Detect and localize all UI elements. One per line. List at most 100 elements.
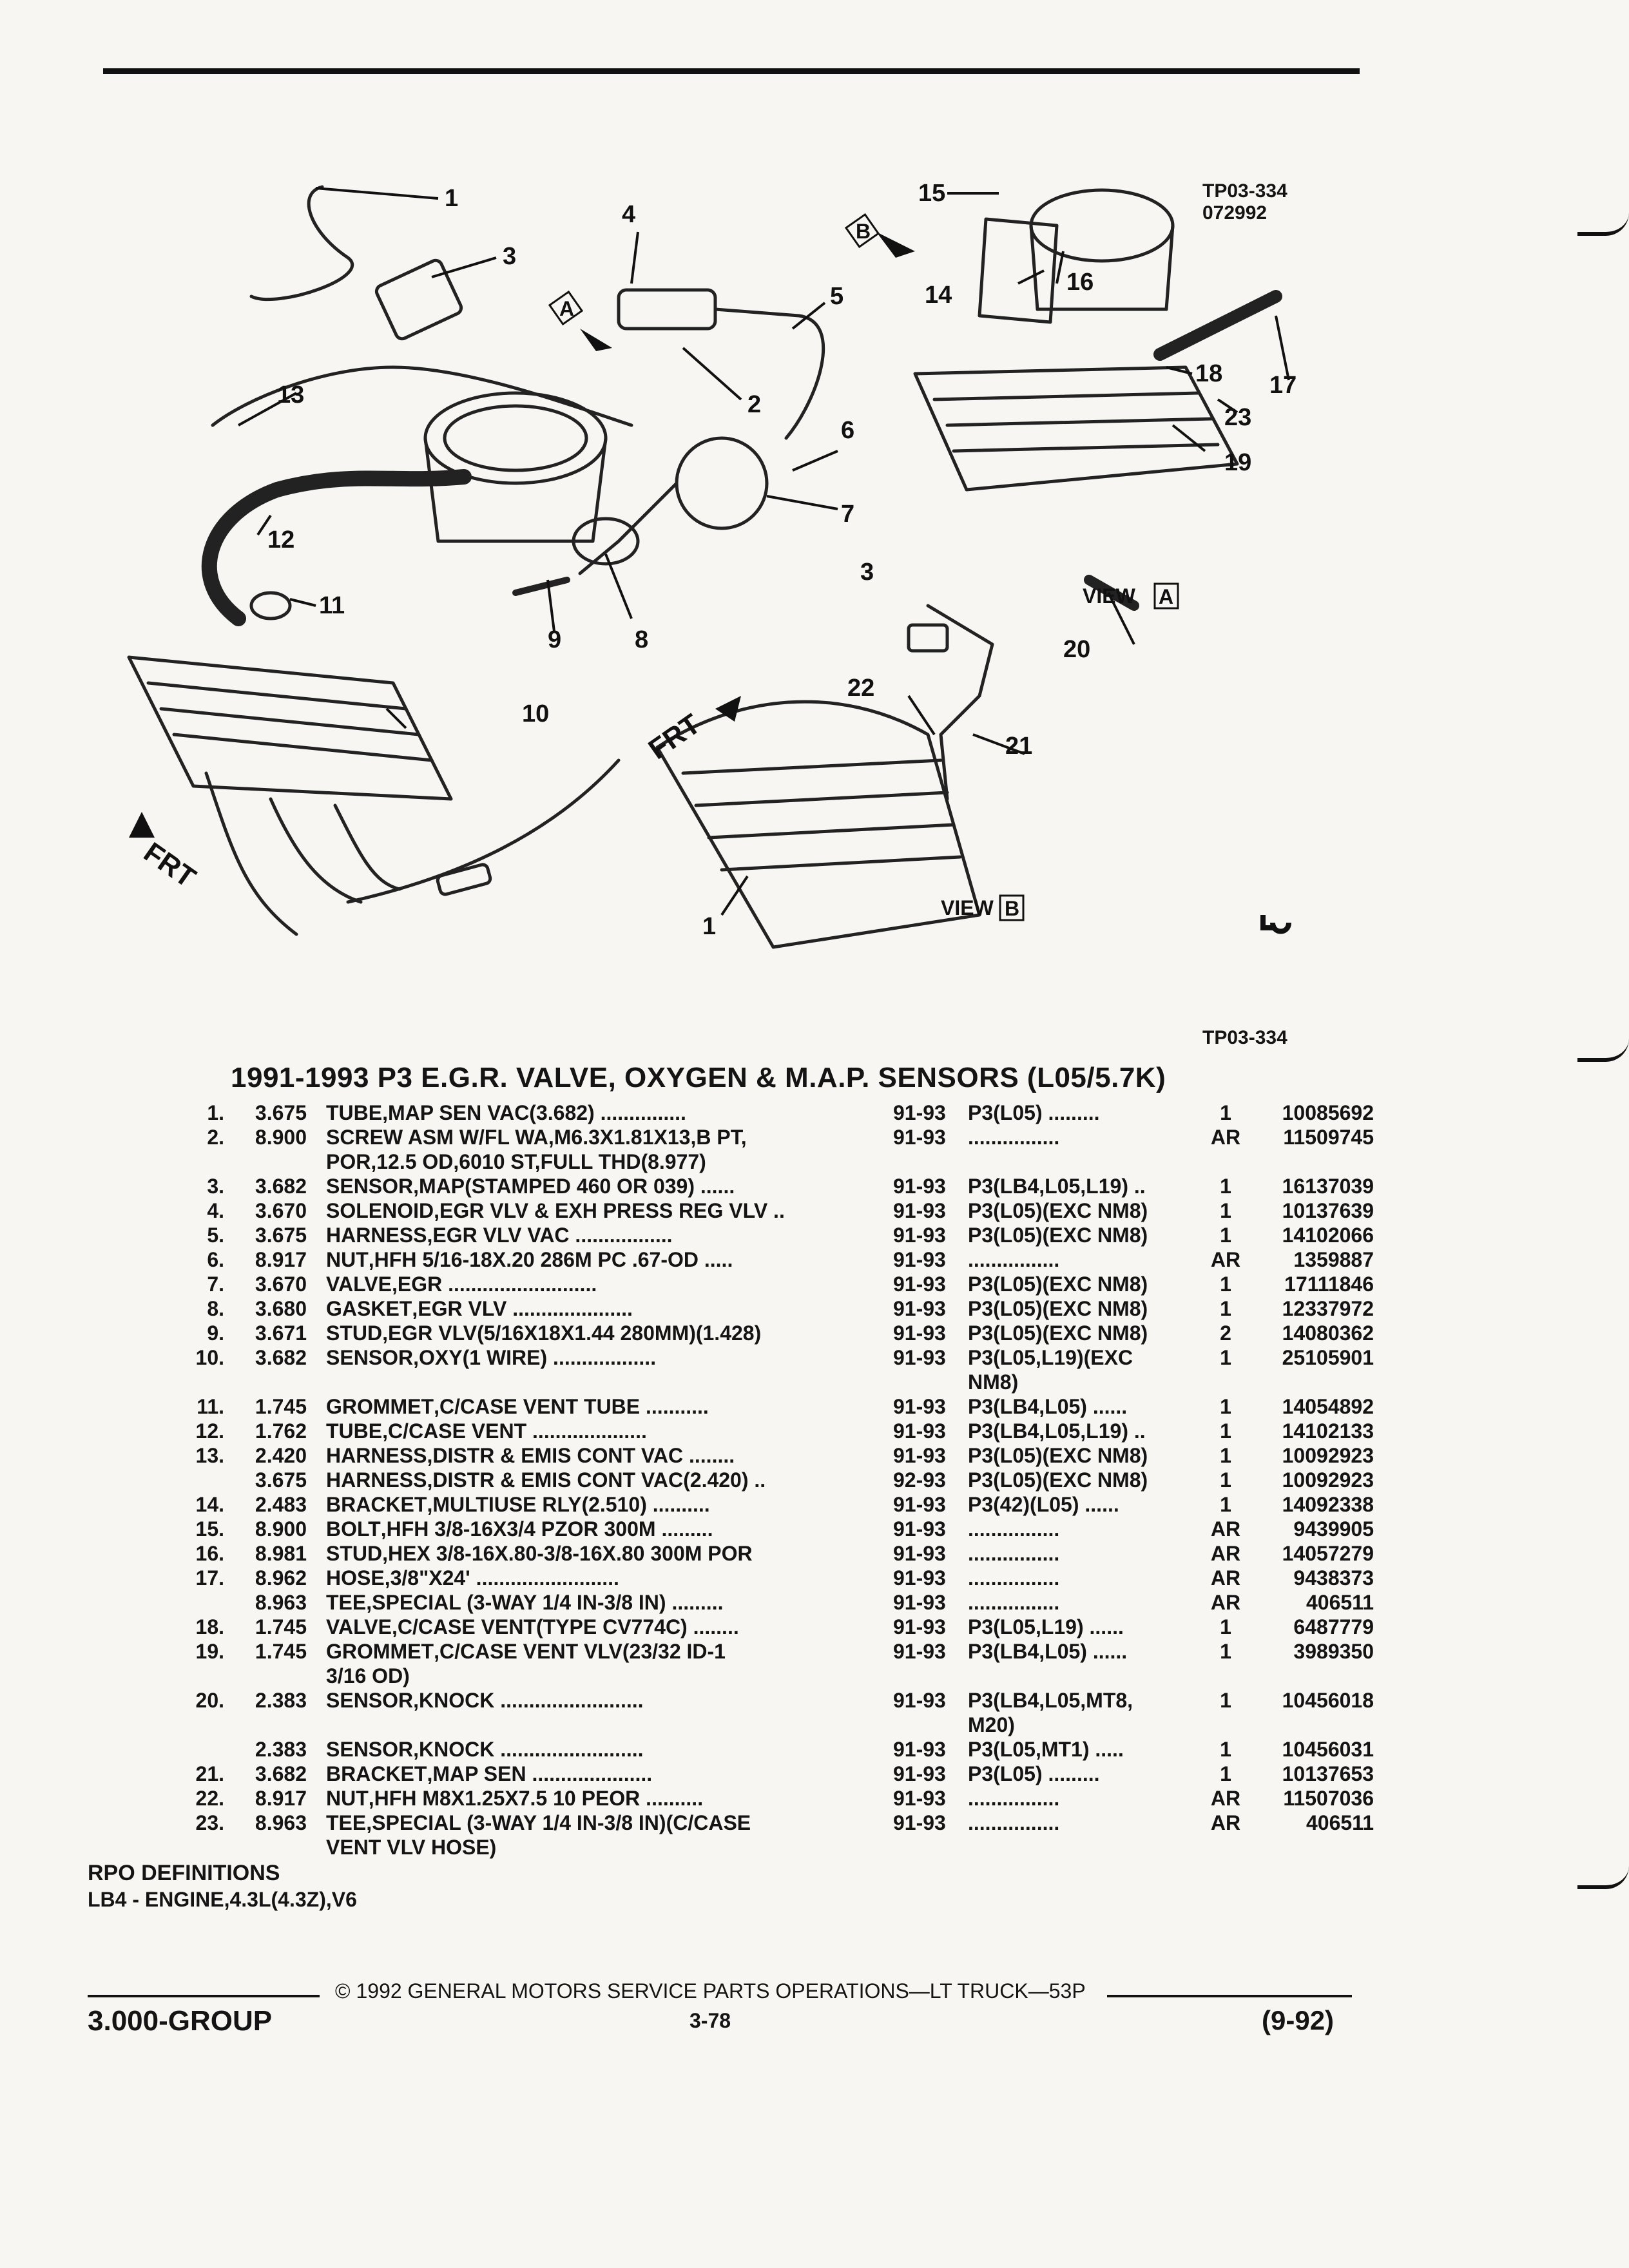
callout-13: 13 [277, 381, 304, 408]
part-number: 1359887 [1293, 1248, 1374, 1271]
page-number: 3-78 [689, 2009, 731, 2032]
part-detail: ,KNOCK ......................... [413, 1689, 644, 1712]
callout-17: 17 [1269, 372, 1296, 399]
callout-1b: 1 [702, 913, 716, 940]
usage: P3(LB4,L05,L19) .. [968, 1419, 1146, 1443]
part-description: HARNESS,EGR VLV VAC ................. [326, 1223, 887, 1247]
section-code: 1.762 [255, 1419, 307, 1443]
callout-23: 23 [1224, 404, 1251, 431]
part-noun: SCREW ASM W/FL WA [326, 1126, 548, 1149]
quantity: 1 [1220, 1468, 1231, 1492]
tp-code-bottom: TP03-334 [1202, 1027, 1287, 1048]
part-noun: HOSE [326, 1566, 385, 1590]
model-years: 91-93 [893, 1615, 946, 1639]
egr-gasket [572, 517, 640, 566]
part-detail: ,HFH M8X1.25X7.5 10 PEOR .......... [368, 1787, 704, 1810]
part-number: 11509745 [1283, 1126, 1374, 1149]
section-code: 3.680 [255, 1297, 307, 1320]
item-number: 6. [207, 1248, 224, 1271]
part-description: SENSOR,MAP(STAMPED 460 OR 039) ...... [326, 1174, 887, 1198]
usage: P3(L05,L19)(EXC [968, 1346, 1133, 1369]
quantity: 1 [1220, 1297, 1231, 1320]
frt-arrow-right-icon [715, 696, 741, 722]
quantity: 1 [1220, 1493, 1231, 1516]
model-years: 91-93 [893, 1738, 946, 1761]
part-detail: ,KNOCK ......................... [413, 1738, 644, 1761]
item-number: 9. [207, 1321, 224, 1345]
part-number: 14054892 [1282, 1395, 1374, 1418]
callout-16: 16 [1066, 269, 1094, 296]
model-years: 91-93 [893, 1542, 946, 1565]
model-years: 91-93 [893, 1224, 946, 1247]
model-years: 91-93 [893, 1126, 946, 1149]
quantity: 1 [1220, 1419, 1231, 1443]
group-label: 3.000-GROUP [88, 2005, 273, 2037]
part-detail: 3/16 OD) [326, 1664, 410, 1687]
callout-21: 21 [1005, 733, 1032, 760]
part-detail: ,C/CASE VENT(TYPE CV774C) ........ [391, 1615, 739, 1639]
usage: P3(L05) ......... [968, 1762, 1100, 1785]
oxygen-sensor [436, 863, 492, 896]
valve-cover-left [127, 655, 453, 801]
part-detail: ,MAP SEN ..................... [427, 1762, 653, 1785]
quantity: 1 [1220, 1640, 1231, 1663]
item-number: 4. [207, 1199, 224, 1222]
quantity: AR [1210, 1566, 1241, 1590]
quantity: 1 [1220, 1101, 1231, 1124]
frt-marker-right: FRT [643, 708, 706, 765]
callout-4: 4 [622, 201, 635, 228]
part-number: 14092338 [1282, 1493, 1374, 1516]
quantity: 1 [1220, 1762, 1231, 1785]
item-number: 13. [195, 1444, 224, 1467]
quantity: AR [1210, 1126, 1241, 1149]
part-number: 10137639 [1282, 1199, 1374, 1222]
oxygen-sensor-wire [346, 758, 621, 904]
footer-rule-right [1107, 1995, 1352, 1997]
part-detail: ,SPECIAL (3-WAY 1/4 IN-3/8 IN) ......... [366, 1591, 724, 1614]
quantity: AR [1210, 1517, 1241, 1541]
quantity: 1 [1220, 1444, 1231, 1467]
item-number: 12. [195, 1419, 224, 1443]
model-years: 91-93 [893, 1689, 946, 1712]
quantity: AR [1210, 1542, 1241, 1565]
part-description: GASKET,EGR VLV ..................... [326, 1296, 887, 1321]
part-description: VALVE,EGR .......................... [326, 1272, 887, 1296]
model-years: 91-93 [893, 1444, 946, 1467]
part-noun: TUBE [326, 1419, 383, 1443]
part-detail: ,3/8"X24' ......................... [384, 1566, 619, 1590]
parts-row: POR,12.5 OD,6010 ST,FULL THD(8.977) [129, 1149, 1353, 1174]
usage: P3(L05,MT1) ..... [968, 1738, 1124, 1761]
usage: M20) [968, 1713, 1015, 1736]
part-detail: ,HFH 3/8-16X3/4 PZOR 300M ......... [380, 1517, 713, 1541]
quantity: 1 [1220, 1273, 1231, 1296]
part-noun: NUT [326, 1248, 369, 1271]
quantity: AR [1210, 1787, 1241, 1810]
quantity: 1 [1220, 1199, 1231, 1222]
callout-5: 5 [830, 283, 843, 310]
part-number: 14080362 [1282, 1321, 1374, 1345]
callout-20: 20 [1063, 636, 1090, 663]
view-a-bracket [978, 217, 1059, 324]
part-number: 10085692 [1282, 1101, 1374, 1124]
part-number: 14102133 [1282, 1419, 1374, 1443]
part-noun: SOLENOID [326, 1199, 434, 1222]
frt-marker-left: FRT [138, 836, 201, 894]
part-noun: BRACKET [326, 1762, 427, 1785]
part-description: HARNESS,DISTR & EMIS CONT VAC ........ [326, 1443, 887, 1468]
part-description: SENSOR,KNOCK ......................... [326, 1688, 887, 1713]
part-noun: SENSOR [326, 1738, 414, 1761]
part-description: BOLT,HFH 3/8-16X3/4 PZOR 300M ......... [326, 1517, 887, 1541]
model-years: 91-93 [893, 1517, 946, 1541]
part-detail: ,DISTR & EMIS CONT VAC(2.420) .. [427, 1468, 766, 1492]
part-description: HARNESS,DISTR & EMIS CONT VAC(2.420) .. [326, 1468, 887, 1492]
item-number: 10. [195, 1346, 224, 1369]
date-code: 072992 [1202, 202, 1268, 224]
callout-3b: 3 [860, 559, 874, 586]
